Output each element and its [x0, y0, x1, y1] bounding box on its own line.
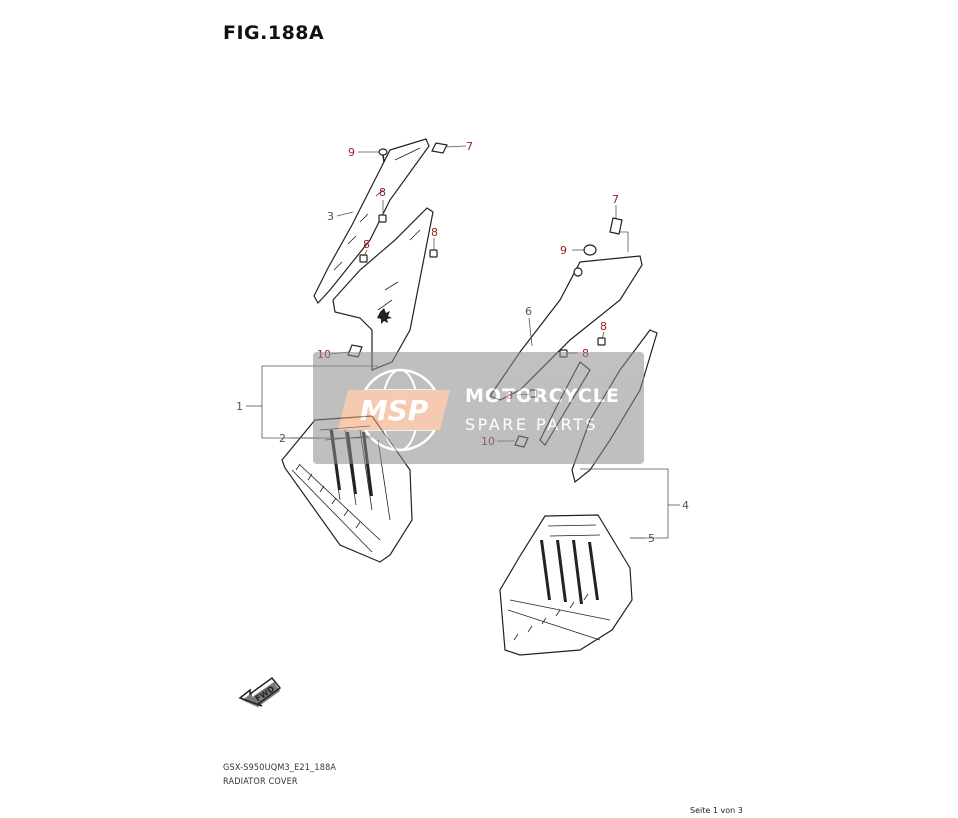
- watermark-line2: SPARE PARTS: [465, 415, 598, 434]
- callout-6: 6: [525, 305, 532, 318]
- part-7-pad-left: [431, 142, 448, 154]
- callout-8d: 8: [600, 320, 607, 333]
- watermark: MSP MOTORCYCLE SPARE PARTS: [313, 352, 644, 464]
- watermark-logo: MSP: [360, 394, 429, 427]
- callout-2: 2: [279, 432, 286, 445]
- callout-4: 4: [682, 499, 689, 512]
- callout-3: 3: [327, 210, 334, 223]
- part-7-pad-right: [609, 217, 623, 235]
- figure-subtitle: RADIATOR COVER: [223, 777, 298, 787]
- part-2-side-panel: [332, 207, 434, 371]
- callout-8a: 8: [379, 186, 386, 199]
- callout-1: 1: [236, 400, 243, 413]
- callout-7b: 7: [612, 193, 619, 206]
- figure-title: FIG.188A: [223, 22, 325, 44]
- callout-8c: 8: [431, 226, 438, 239]
- part-3-trim-strip: [313, 138, 430, 305]
- msp-logo-badge: [338, 390, 450, 430]
- watermark-line1: MOTORCYCLE: [465, 385, 620, 407]
- callout-7a: 7: [466, 140, 473, 153]
- part-5-radiator-cover-right: [499, 514, 633, 656]
- model-code: GSX-S950UQM3_E21_188A: [223, 763, 337, 773]
- part-8-clips-left: [359, 214, 438, 263]
- callout-5: 5: [648, 532, 655, 545]
- callout-9a: 9: [348, 146, 355, 159]
- fwd-arrow: FWD: [238, 676, 282, 709]
- part-9-screw-left: [378, 148, 388, 163]
- callout-9b: 9: [560, 244, 567, 257]
- callout-8b: 8: [363, 238, 370, 251]
- part-9-grommet-right: [583, 244, 597, 256]
- page-indicator: Seite 1 von 3: [690, 806, 743, 815]
